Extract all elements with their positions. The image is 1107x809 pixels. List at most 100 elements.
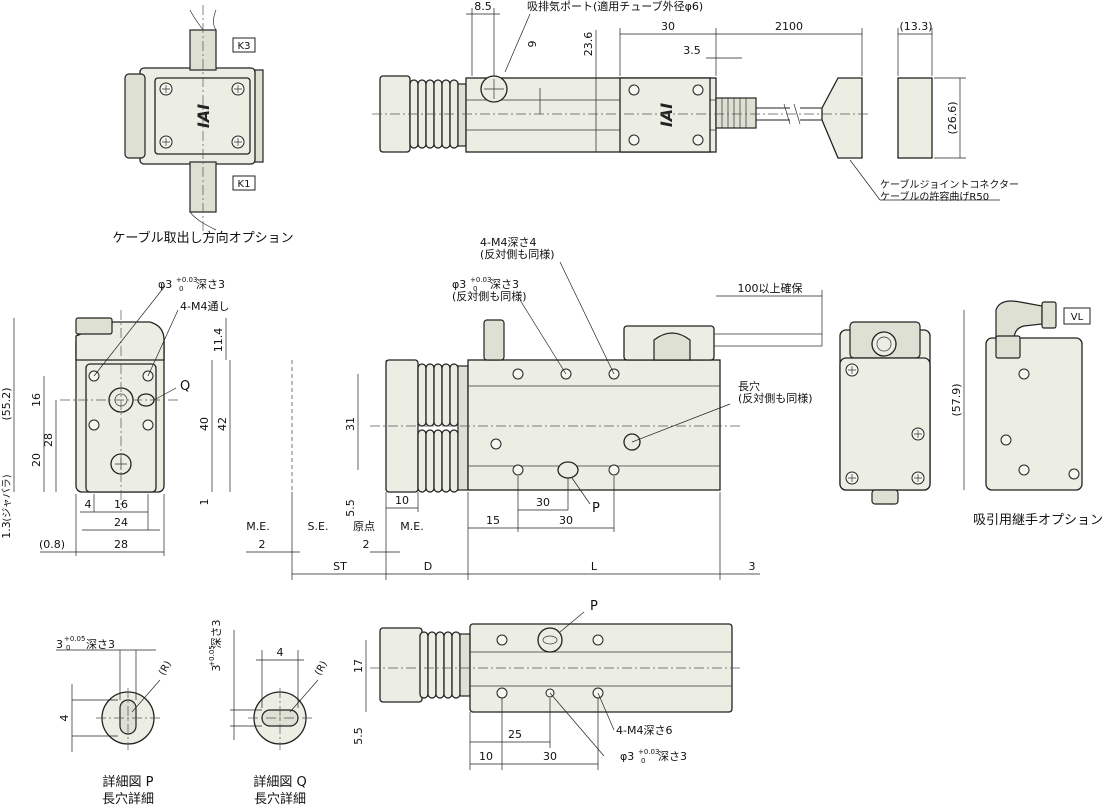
detail-q: 3 +0.05 深さ3 4 (R) 詳細図 Q 長穴詳細 — [208, 620, 330, 808]
cable-option-view: IAI K3 K1 ケーブル取出し方向オプション — [112, 5, 294, 246]
svg-text:+0.03: +0.03 — [470, 276, 491, 284]
port-icon — [871, 331, 897, 357]
svg-text:D: D — [424, 560, 432, 573]
connector-label-2: ケーブルの許容曲げR50 — [880, 190, 989, 203]
svg-text:16: 16 — [114, 498, 128, 511]
svg-text:0: 0 — [473, 285, 477, 293]
top-view: IAI 8.5 30 2100 3.5 (13.3) (26.6) — [372, 0, 1019, 203]
hole-icon — [1018, 368, 1030, 380]
svg-text:10: 10 — [479, 750, 493, 763]
svg-text:4-M4深さ4: 4-M4深さ4 — [480, 236, 536, 249]
back-view — [839, 321, 931, 505]
slot-p — [557, 461, 579, 479]
detail-p: 3 +0.05 0 深さ3 4 (R) 詳細図 P 長穴詳細 — [56, 635, 174, 807]
svg-text:2: 2 — [259, 538, 266, 551]
svg-text:原点: 原点 — [353, 520, 375, 533]
svg-text:15: 15 — [486, 514, 500, 527]
svg-text:11.4: 11.4 — [212, 328, 225, 353]
svg-text:30: 30 — [536, 496, 550, 509]
svg-text:17: 17 — [352, 659, 365, 673]
hole-icon — [512, 368, 524, 380]
bottom-view: 17 5.5 25 10 30 4-M4深さ6 φ3 +0.03 0 深さ3 P — [352, 599, 740, 770]
svg-text:30: 30 — [661, 20, 675, 33]
cover-plate — [154, 77, 251, 155]
svg-text:4: 4 — [277, 646, 284, 659]
svg-text:3: 3 — [749, 560, 756, 573]
svg-text:深さ3: 深さ3 — [196, 278, 225, 291]
p-marker-bottom: P — [590, 599, 598, 614]
svg-text:S.E.: S.E. — [308, 520, 329, 533]
iai-logo-top: IAI — [657, 103, 676, 127]
svg-text:31: 31 — [344, 417, 357, 431]
iai-logo: IAI — [194, 104, 213, 128]
svg-text:25: 25 — [508, 728, 522, 741]
svg-text:3: 3 — [56, 638, 63, 651]
hole-icon — [1068, 468, 1080, 480]
svg-text:+0.03: +0.03 — [638, 748, 659, 756]
svg-text:30: 30 — [543, 750, 557, 763]
hole-icon — [592, 634, 604, 646]
svg-text:(反対側も同様): (反対側も同様) — [738, 391, 813, 405]
svg-text:詳細図 Q: 詳細図 Q — [253, 774, 306, 790]
svg-text:深さ3: 深さ3 — [658, 750, 687, 763]
svg-text:深さ3: 深さ3 — [210, 620, 223, 649]
svg-text:9: 9 — [526, 41, 539, 48]
svg-text:+0.05: +0.05 — [64, 635, 85, 643]
hole-icon — [88, 419, 100, 431]
svg-text:10: 10 — [395, 494, 409, 507]
svg-text:(R): (R) — [313, 659, 330, 677]
bellows-side — [417, 363, 459, 493]
svg-text:5.5: 5.5 — [352, 727, 365, 745]
svg-text:20: 20 — [30, 453, 43, 467]
svg-text:VL: VL — [1071, 312, 1084, 323]
svg-text:φ3: φ3 — [452, 278, 466, 291]
connector-label-1: ケーブルジョイントコネクター — [880, 178, 1019, 191]
k1-box — [232, 175, 256, 191]
fitting — [75, 317, 113, 335]
k1-label: K1 — [238, 179, 251, 190]
svg-text:8.5: 8.5 — [474, 0, 492, 13]
hole-icon — [490, 438, 502, 450]
svg-text:0: 0 — [66, 644, 70, 652]
bellows-flange — [457, 365, 469, 491]
svg-text:1: 1 — [198, 499, 211, 506]
hole-icon — [1018, 464, 1030, 476]
screw-icon — [628, 84, 640, 96]
screw-icon — [692, 134, 704, 146]
svg-text:φ3: φ3 — [158, 278, 172, 291]
suction-option-view: (57.9) VL 吸引用継手オプション — [950, 300, 1103, 528]
svg-text:(13.3): (13.3) — [899, 20, 932, 33]
svg-text:+0.05: +0.05 — [208, 645, 216, 666]
svg-text:4-M4深さ6: 4-M4深さ6 — [616, 724, 672, 737]
svg-text:(57.9): (57.9) — [950, 383, 963, 416]
svg-text:4: 4 — [85, 498, 92, 511]
svg-text:30: 30 — [559, 514, 573, 527]
svg-text:(反対側も同様): (反対側も同様) — [480, 247, 555, 261]
svg-text:40: 40 — [198, 417, 211, 431]
svg-text:4-M4通し: 4-M4通し — [180, 300, 229, 313]
svg-text:28: 28 — [114, 538, 128, 551]
connector-end-view — [897, 77, 933, 159]
svg-text:長穴: 長穴 — [738, 379, 760, 393]
side-view: 31 5.5 10 30 15 30 ST D L 3 M.E. S.E. 2 … — [246, 236, 823, 580]
svg-text:(0.8): (0.8) — [39, 538, 65, 551]
svg-text:(反対側も同様): (反対側も同様) — [452, 289, 527, 303]
svg-text:28: 28 — [42, 433, 55, 447]
svg-text:3.5: 3.5 — [683, 44, 701, 57]
svg-text:深さ3: 深さ3 — [86, 638, 115, 651]
svg-text:0: 0 — [641, 757, 645, 765]
svg-text:24: 24 — [114, 516, 128, 529]
svg-text:(55.2): (55.2) — [0, 387, 13, 420]
svg-text:M.E.: M.E. — [246, 520, 269, 533]
svg-text:42: 42 — [216, 417, 229, 431]
p-marker: P — [592, 501, 600, 516]
cable-gland — [715, 97, 757, 129]
cable-option-caption: ケーブル取出し方向オプション — [112, 230, 293, 246]
actuator-body-side — [467, 359, 721, 491]
svg-text:0: 0 — [179, 285, 183, 293]
exhaust-port-label: 吸排気ポート(適用チューブ外径φ6) — [527, 0, 703, 13]
svg-text:φ3: φ3 — [620, 750, 634, 763]
svg-text:100以上確保: 100以上確保 — [738, 281, 803, 295]
vl-box — [1063, 307, 1091, 325]
